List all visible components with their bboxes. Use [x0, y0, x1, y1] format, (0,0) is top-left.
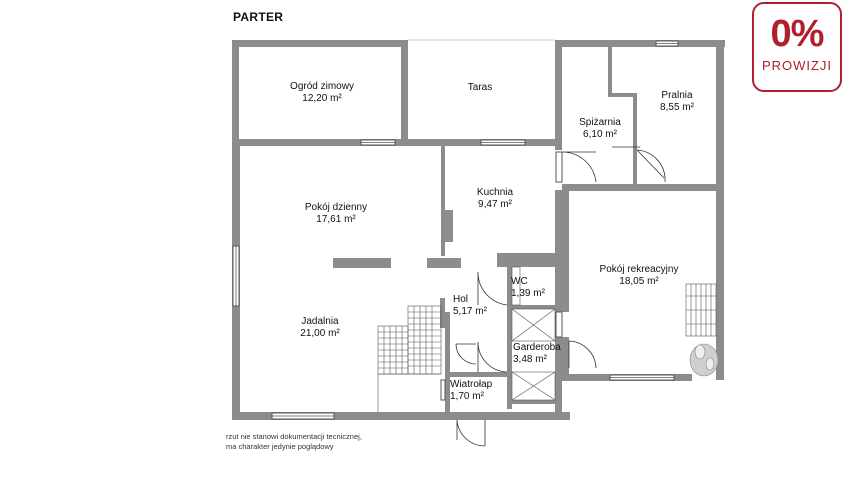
- room-label-jadalnia: Jadalnia 21,00 m²: [280, 316, 360, 340]
- room-label-pokoj-rekreacyjny: Pokój rekreacyjny 18,05 m²: [584, 264, 694, 288]
- disclaimer-line-2: ma charakter jedynie poglądowy: [226, 442, 334, 451]
- floor-title: PARTER: [233, 10, 284, 24]
- room-label-ogrod: Ogród zimowy 12,20 m²: [262, 81, 382, 105]
- room-label-kuchnia: Kuchnia 9,47 m²: [460, 187, 530, 211]
- room-area: 17,61 m²: [316, 214, 356, 225]
- room-label-hol: Hol 5,17 m²: [453, 294, 493, 318]
- room-name: Jadalnia: [301, 316, 339, 327]
- room-name: Kuchnia: [476, 187, 514, 198]
- badge-percent: 0%: [770, 13, 825, 55]
- corner-plant-icon: [689, 343, 719, 377]
- room-label-pralnia: Pralnia 8,55 m²: [642, 90, 712, 114]
- room-name: Spiżarnia: [579, 117, 621, 128]
- badge-label: PROWIZJI: [761, 58, 833, 73]
- room-area: 21,00 m²: [300, 328, 340, 339]
- window-lines: [235, 43, 678, 417]
- room-label-taras: Taras: [450, 82, 510, 94]
- room-name: Pralnia: [661, 90, 693, 101]
- room-name: Taras: [467, 82, 493, 93]
- staircase: [377, 305, 442, 412]
- room-area: 5,17 m²: [453, 306, 487, 317]
- closets: [511, 266, 556, 401]
- room-label-wiatrolap: Wiatrołap 1,70 m²: [450, 379, 504, 403]
- room-name: Garderoba: [513, 342, 561, 353]
- room-area: 6,10 m²: [583, 129, 617, 140]
- room-name: Pokój rekreacyjny: [599, 264, 679, 275]
- side-shelf: [685, 283, 717, 337]
- doors: [455, 146, 666, 447]
- room-name: Pokój dzienny: [304, 202, 368, 213]
- room-area: 1,70 m²: [450, 391, 484, 402]
- room-label-spizarnia: Spiżarnia 6,10 m²: [565, 117, 635, 141]
- room-label-pokoj-dzienny: Pokój dzienny 17,61 m²: [286, 202, 386, 226]
- room-area: 1,39 m²: [511, 288, 545, 299]
- room-name: Ogród zimowy: [290, 81, 354, 92]
- room-area: 3,48 m²: [513, 354, 547, 365]
- room-area: 8,55 m²: [660, 102, 694, 113]
- disclaimer-note: rzut nie stanowi dokumentacji tecnicznej…: [226, 432, 362, 452]
- room-area: 18,05 m²: [619, 276, 659, 287]
- room-name: WC: [511, 276, 528, 287]
- room-area: 12,20 m²: [302, 93, 342, 104]
- room-label-wc: WC 1,39 m²: [511, 276, 555, 300]
- zero-commission-badge: 0% PROWIZJI: [752, 2, 842, 92]
- room-name: Wiatrołap: [450, 379, 493, 390]
- disclaimer-line-1: rzut nie stanowi dokumentacji tecnicznej…: [226, 432, 362, 441]
- room-name: Hol: [453, 294, 469, 305]
- room-area: 9,47 m²: [478, 199, 512, 210]
- room-label-garderoba: Garderoba 3,48 m²: [513, 342, 563, 366]
